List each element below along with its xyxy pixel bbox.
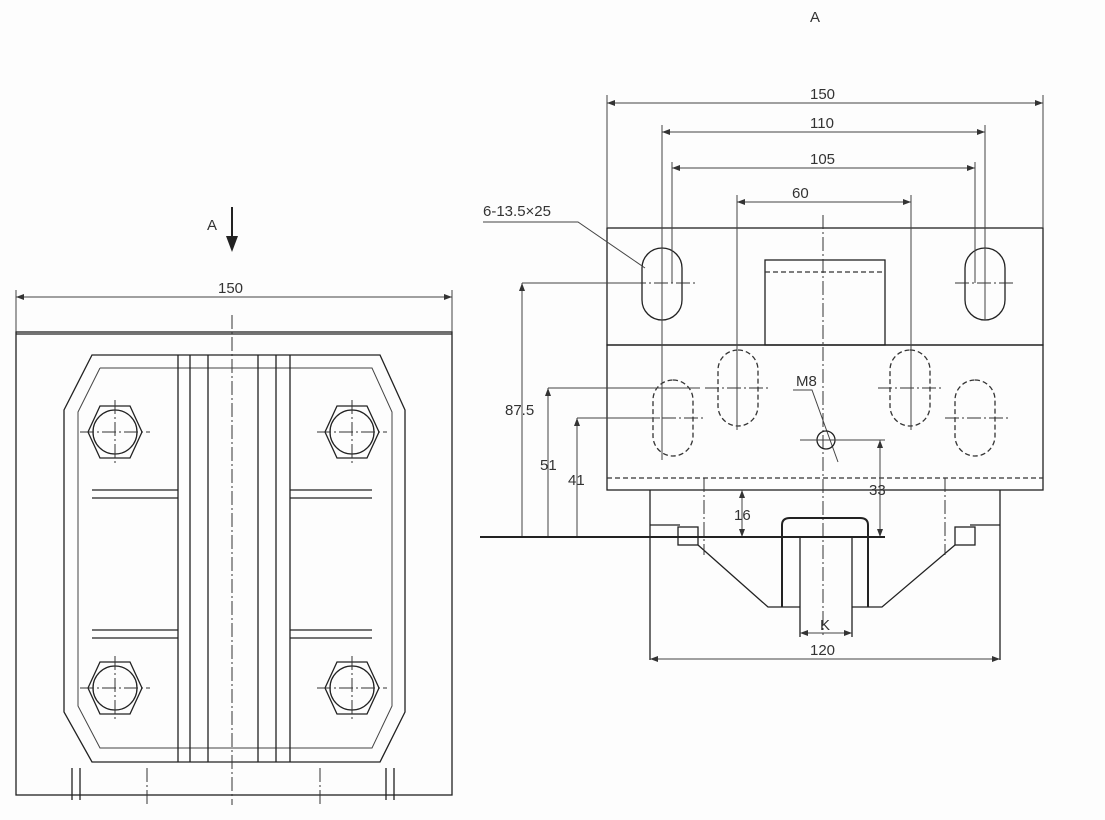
base-plate: [15, 331, 453, 796]
view-arrow-icon: [226, 207, 238, 252]
dim-text: 150: [810, 86, 835, 103]
dim-text: 60: [792, 185, 809, 202]
dim-text: 16: [734, 507, 751, 524]
guide-rail: [177, 355, 291, 762]
width-dimension-left: 150: [15, 280, 453, 332]
dim-text: 33: [869, 482, 886, 499]
dim-text: 87.5: [505, 402, 534, 419]
dim-33: 33: [869, 440, 886, 537]
dim-41: 41: [568, 418, 585, 537]
view-arrow-label: A: [207, 217, 217, 234]
dim-150: 150: [607, 86, 1043, 106]
center-boss: [764, 259, 886, 346]
callout-text: 6-13.5×25: [483, 203, 551, 220]
dim-text: K: [820, 617, 830, 634]
dim-105: 105: [672, 151, 975, 171]
bolt-icon: [80, 400, 150, 464]
bolt-icon: [317, 400, 387, 464]
dim-text: 41: [568, 472, 585, 489]
dim-110: 110: [662, 115, 985, 135]
shoe-body: [63, 354, 406, 763]
ribs: [92, 489, 372, 639]
right-view: 150 110 105 60 6-13.5×25 M8 87.5: [480, 86, 1044, 662]
thread-callout: M8: [793, 373, 885, 463]
dim-51: 51: [540, 388, 557, 537]
dim-text: 105: [810, 151, 835, 168]
dim-text: 110: [810, 115, 834, 132]
dim-k: K: [800, 617, 852, 636]
dim-text: 51: [540, 457, 557, 474]
dim-text: 120: [810, 642, 835, 659]
slot-callout: 6-13.5×25: [483, 203, 646, 269]
left-view: A 150: [15, 207, 453, 805]
bolt-icon: [80, 656, 150, 720]
dim-120: 120: [650, 642, 1000, 662]
dim-16: 16: [734, 490, 751, 537]
dim-87-5: 87.5: [505, 283, 534, 537]
callout-text: M8: [796, 373, 817, 390]
section-label-a: A: [810, 9, 820, 26]
dim-text: 150: [218, 280, 243, 297]
dim-60: 60: [737, 185, 911, 205]
bolt-icon: [317, 656, 387, 720]
